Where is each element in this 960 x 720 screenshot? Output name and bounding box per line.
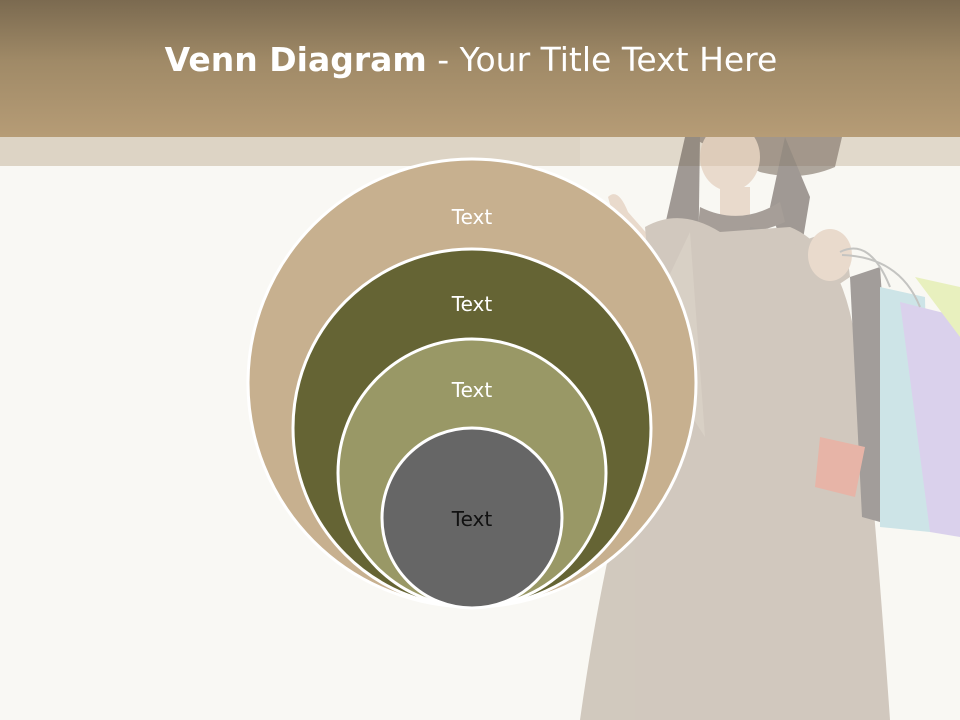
title-rest-part: - Your Title Text Here — [426, 40, 778, 79]
title-bar — [0, 0, 960, 137]
circle-label-third[interactable]: Text — [451, 378, 493, 402]
circle-inner[interactable] — [380, 426, 564, 610]
title-bold-part: Venn Diagram — [164, 40, 427, 79]
circle-label-second[interactable]: Text — [451, 292, 493, 316]
circle-label-inner[interactable]: Text — [451, 507, 493, 531]
circle-label-outer[interactable]: Text — [451, 205, 493, 229]
slide-title[interactable]: Venn Diagram - Your Title Text Here — [0, 40, 942, 79]
